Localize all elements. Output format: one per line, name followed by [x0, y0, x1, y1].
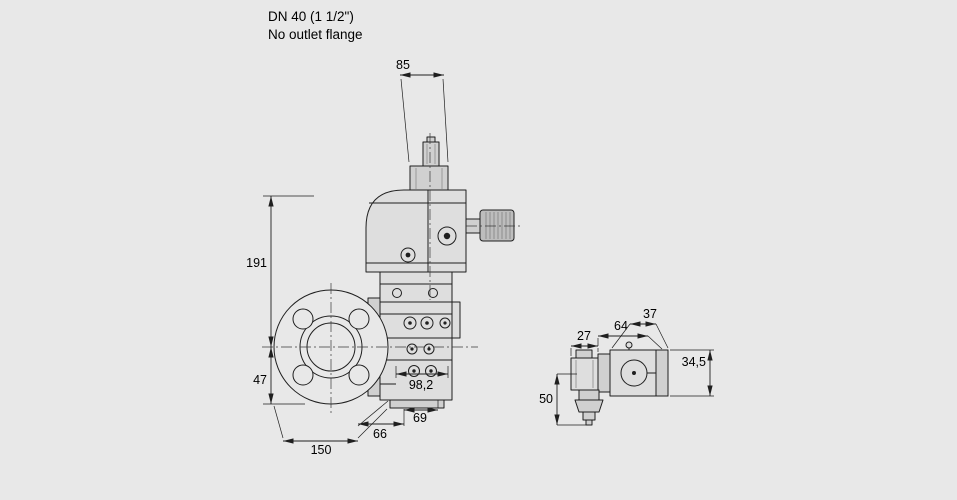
valve-body	[379, 271, 461, 409]
cable-gland	[574, 389, 604, 426]
bolt-hole	[292, 308, 314, 330]
dimension-coil-width: 27	[570, 329, 599, 356]
actuator-housing	[365, 189, 467, 273]
dim-gland-height-label: 50	[539, 392, 553, 406]
solenoid-stem	[409, 136, 449, 191]
screw-head	[625, 341, 633, 349]
solenoid-coil	[570, 349, 599, 391]
sight-glass	[437, 226, 457, 246]
dim-body-width-label: 64	[614, 319, 628, 333]
dim-side-height-label: 34,5	[682, 355, 706, 369]
dimension-outlet-depth: 69	[404, 400, 439, 425]
dim-height-above-axis-label: 191	[246, 256, 267, 270]
dimension-flange-diameter: 150	[273, 405, 388, 457]
dim-inlet-depth-label: 66	[373, 427, 387, 441]
dim-actuator-width-label: 85	[396, 58, 410, 72]
dimension-height-above-axis: 191	[246, 195, 314, 347]
dim-height-below-axis-label: 47	[253, 373, 267, 387]
dimension-inlet-depth: 66	[357, 400, 405, 441]
dim-flange-diameter-label: 150	[311, 443, 332, 457]
dimension-total-depth: 98,2	[395, 366, 449, 392]
bolt-hole	[348, 308, 370, 330]
dimension-actuator-width: 85	[396, 58, 449, 163]
pressure-tap-cap	[465, 209, 515, 242]
dim-offset-label: 37	[643, 307, 657, 321]
side-view: 27 64 37 34,5 50	[539, 307, 714, 426]
product-variant-label: No outlet flange	[268, 27, 363, 42]
dimension-body-width: 64	[597, 319, 663, 350]
stem-nut	[422, 141, 440, 167]
dim-coil-width-label: 27	[577, 329, 591, 343]
coil-connector	[575, 349, 593, 359]
product-model-label: DN 40 (1 1/2")	[268, 9, 354, 24]
dimension-offset: 37	[611, 307, 669, 349]
dim-total-depth-label: 98,2	[409, 378, 433, 392]
dimension-height-below-axis: 47	[253, 347, 305, 405]
dimension-side-height: 34,5	[670, 349, 714, 397]
bolt-hole	[348, 364, 370, 386]
dim-outlet-depth-label: 69	[413, 411, 427, 425]
main-valve-view: 85 191 47 150 66	[246, 58, 522, 457]
bolt-hole	[292, 364, 314, 386]
dimension-gland-height: 50	[539, 373, 589, 426]
side-valve-block	[597, 341, 669, 397]
